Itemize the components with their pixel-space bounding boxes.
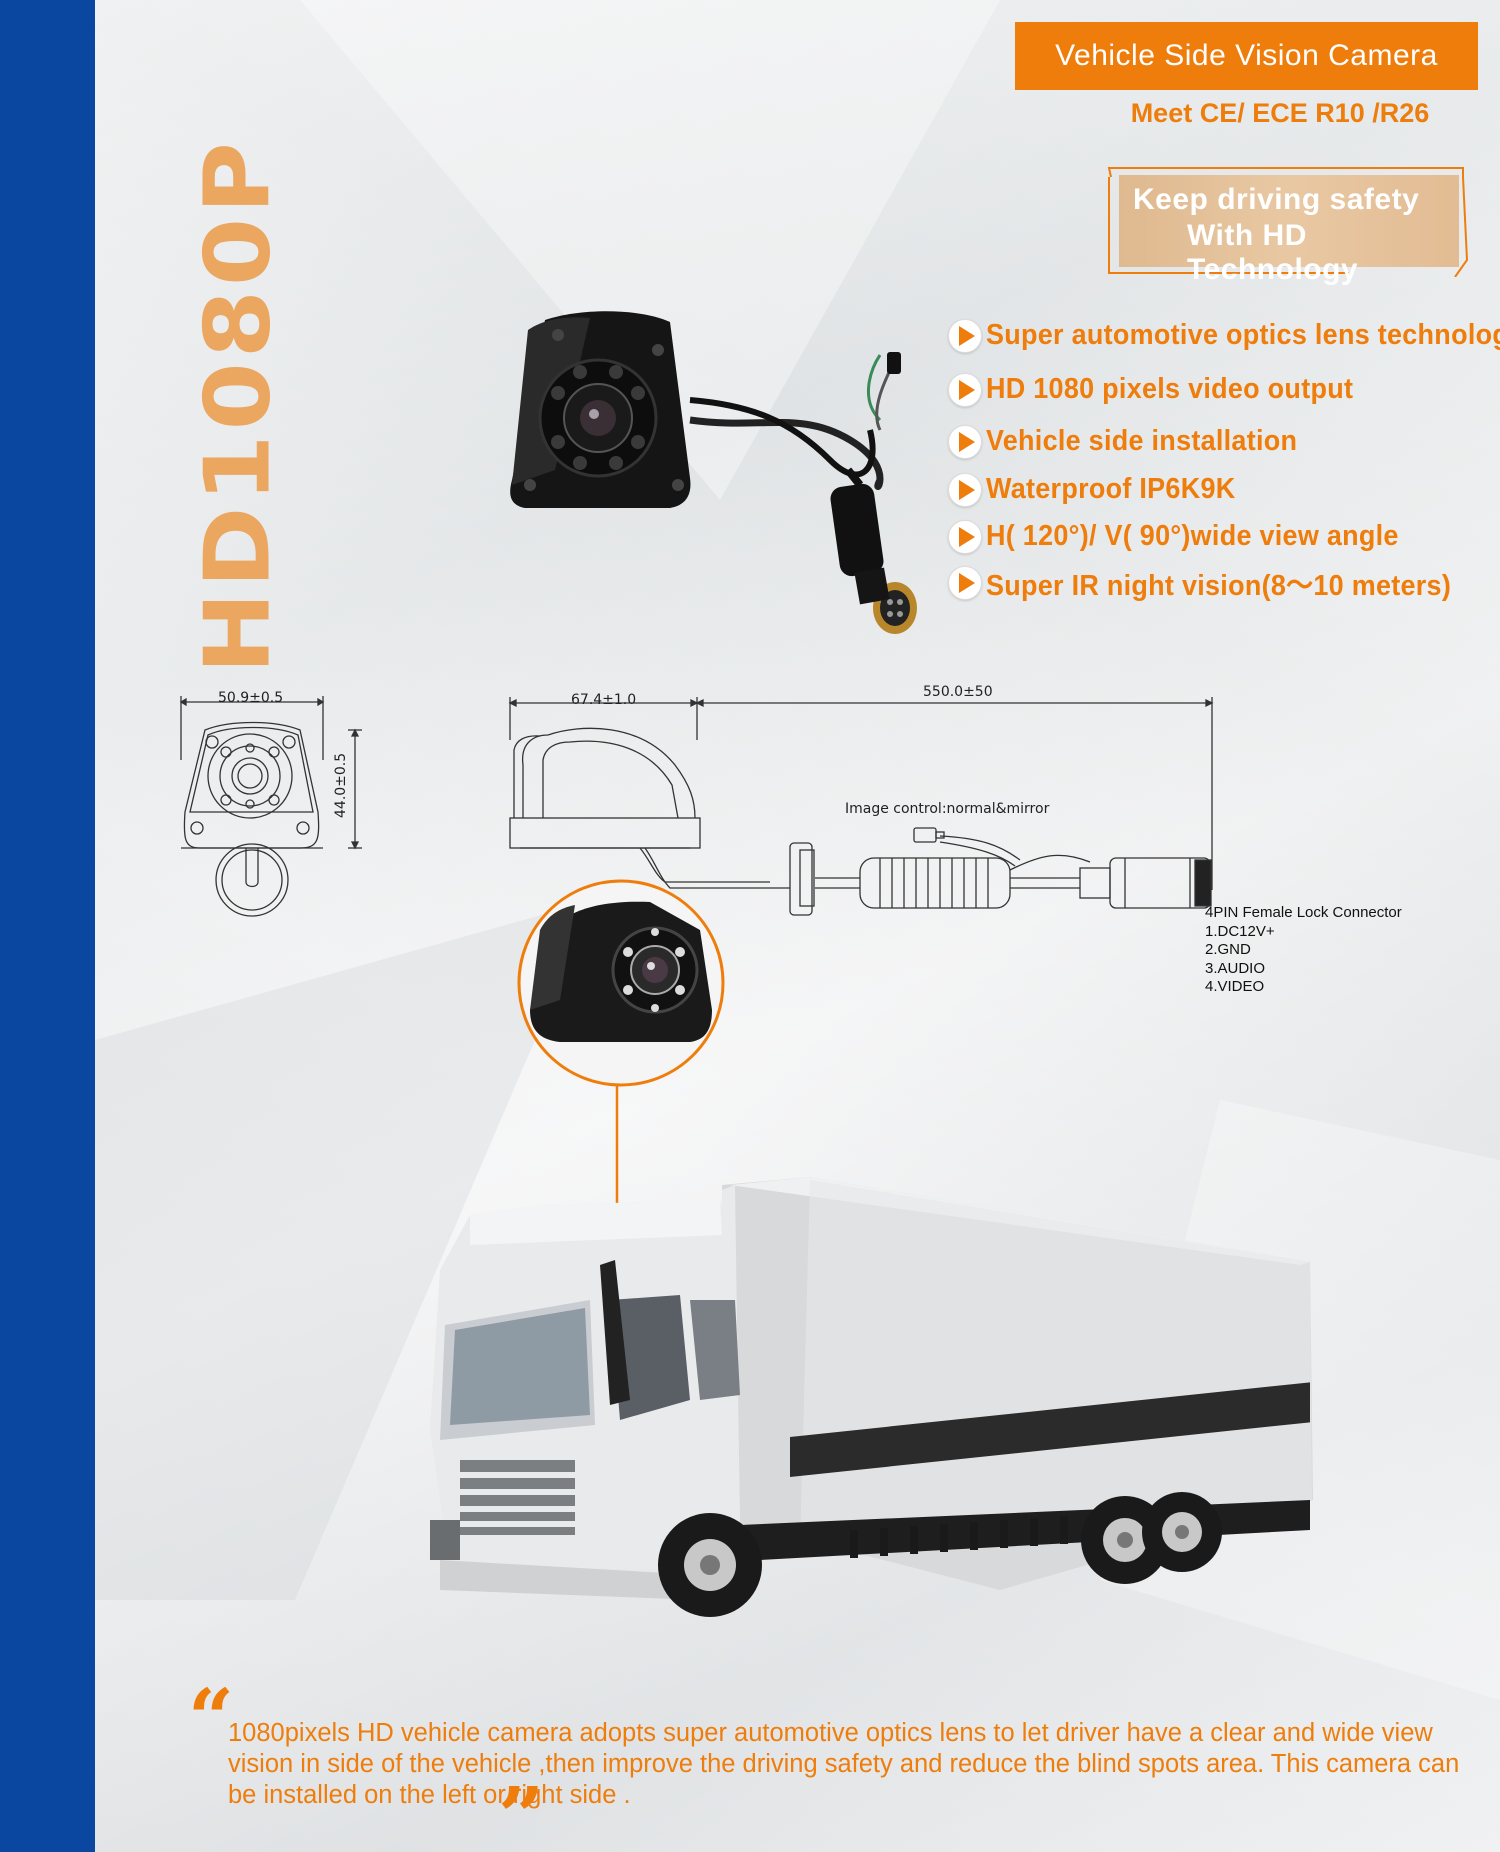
feature-label: H( 120°)/ V( 90°)wide view angle [986, 520, 1399, 552]
feature-item: H( 120°)/ V( 90°)wide view angle [948, 513, 1493, 560]
pin-item: 1.DC12V+ [1205, 922, 1275, 940]
feature-item: Super IR night vision(8～10 meters) [948, 559, 1493, 606]
product-description: 1080pixels HD vehicle camera adopts supe… [228, 1719, 1460, 1809]
feature-item: Super automotive optics lens technology [948, 312, 1500, 359]
slogan-line-2: With HD Technology [1187, 219, 1359, 286]
slogan-line-1: Keep driving safety [1133, 183, 1420, 216]
pin-item: 4.VIDEO [1205, 978, 1265, 995]
certification-text: Meet CE/ ECE R10 /R26 [1130, 98, 1430, 128]
feature-label: Super automotive optics lens technology [986, 319, 1500, 351]
feature-label: Super IR night vision(8～10 meters) [986, 569, 1452, 602]
feature-item: Vehicle side installation [948, 418, 1493, 465]
quote-open-icon: “ [188, 1671, 235, 1765]
play-bullet-icon [948, 519, 982, 554]
width-dimension: 50.9±0.5 [218, 690, 284, 706]
feature-label: HD 1080 pixels video output [986, 373, 1354, 405]
depth-dimension: 67.4±1.0 [571, 692, 637, 708]
slogan-frame [1107, 167, 1469, 277]
slogan-box: Keep driving safety With HD Technology [1105, 165, 1470, 286]
play-bullet-icon [948, 318, 982, 353]
left-blue-stripe [0, 0, 95, 1852]
image-control-label: Image control:normal&mirror [845, 801, 1050, 817]
feature-label: Vehicle side installation [986, 425, 1298, 457]
connector-info: 4PIN Female Lock Connector 1.DC12V+ 2.GN… [1205, 904, 1402, 997]
play-bullet-icon [948, 372, 982, 407]
height-dimension: 44.0±0.5 [333, 752, 349, 818]
play-bullet-icon [948, 472, 982, 507]
feature-label: Waterproof IP6K9K [986, 473, 1236, 505]
slogan-fill [1119, 175, 1459, 267]
model-vertical-title: HD1080P [185, 138, 291, 674]
pin-item: 3.AUDIO [1205, 959, 1266, 977]
feature-item: Waterproof IP6K9K [948, 466, 1493, 513]
quote-close-icon: ” [498, 1769, 545, 1852]
play-bullet-icon [948, 424, 982, 459]
product-title: Vehicle Side Vision Camera [1015, 22, 1478, 90]
pin-item: 2.GND [1205, 941, 1251, 958]
play-bullet-icon [948, 565, 982, 600]
feature-item: HD 1080 pixels video output [948, 366, 1493, 413]
feature-list: Super automotive optics lens technology … [948, 312, 1500, 606]
connector-title: 4PIN Female Lock Connector [1205, 904, 1402, 921]
cable-length-dimension: 550.0±50 [923, 684, 993, 700]
